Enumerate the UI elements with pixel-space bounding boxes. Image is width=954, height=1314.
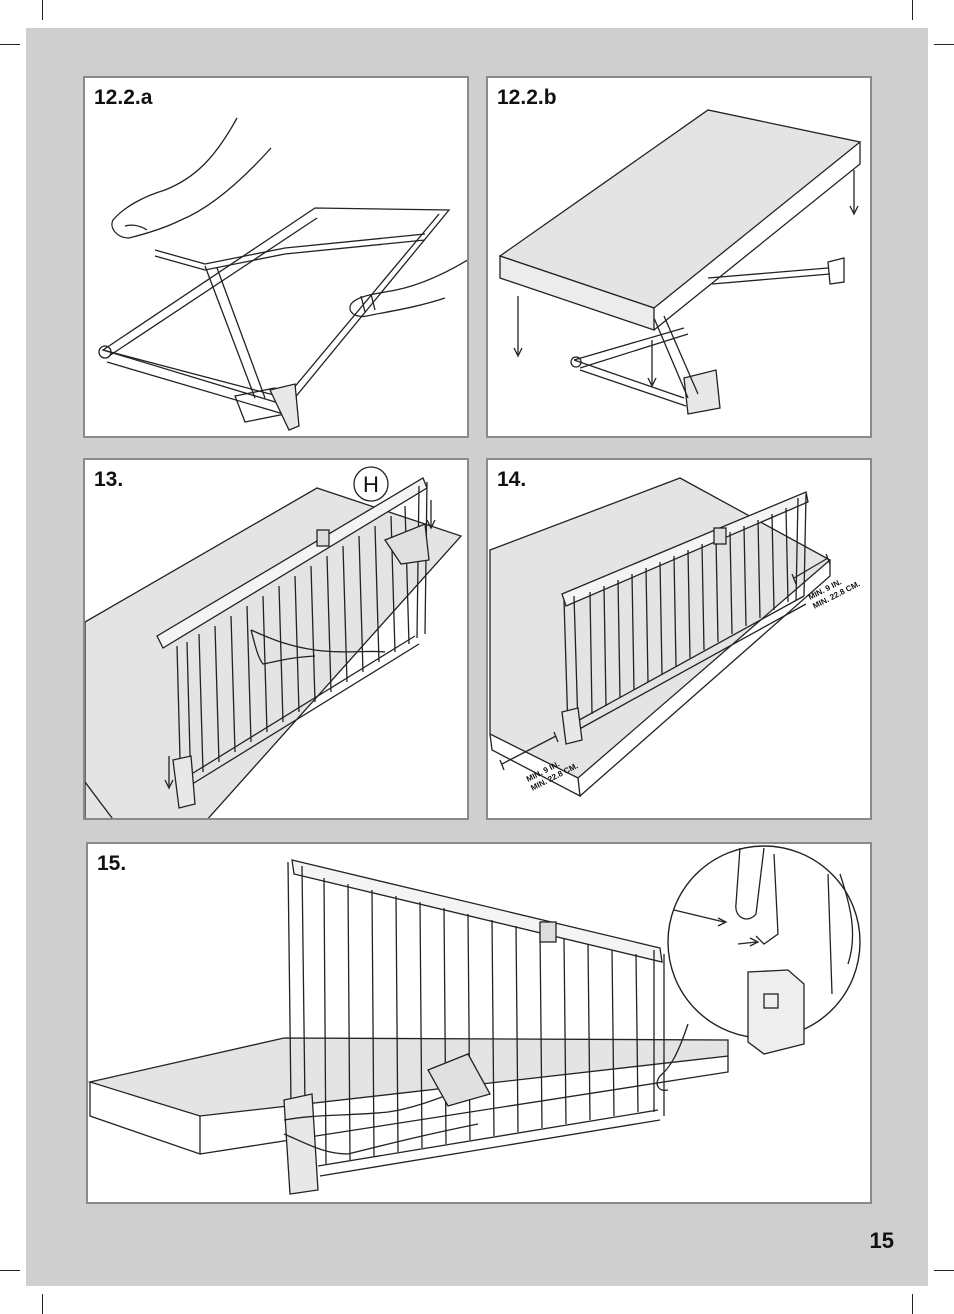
crop-mark: [42, 1294, 43, 1314]
step-label: 13.: [94, 468, 124, 491]
mattress-placement-illustration: [498, 109, 862, 415]
step-label: 15.: [97, 852, 127, 875]
step-panel-15: 15.: [86, 842, 872, 1204]
bed-rail-fold-illustration: [98, 117, 467, 431]
step-panel-12-2-a: 12.2.a: [83, 76, 469, 438]
crop-mark: [0, 44, 20, 45]
step-panel-12-2-b: 12.2.b: [486, 76, 872, 438]
step-panel-13: 13. H: [83, 458, 469, 820]
crop-mark: [934, 1270, 954, 1271]
crop-mark: [42, 0, 43, 20]
step-label: 12.2.a: [94, 86, 153, 109]
marker-h: H: [363, 472, 379, 497]
step-label: 14.: [497, 468, 527, 491]
crop-mark: [912, 1294, 913, 1314]
page-number: 15: [869, 1228, 894, 1253]
step-panel-14: 14. MIN. 9 IN. MIN. 22.8 CM.: [486, 458, 872, 820]
crop-mark: [912, 0, 913, 20]
crop-mark: [0, 1270, 20, 1271]
rail-clearance-illustration: MIN. 9 IN. MIN. 22.8 CM. MIN. 9 IN. MIN.…: [489, 477, 861, 798]
rail-raise-illustration: H: [85, 466, 463, 818]
step-label: 12.2.b: [497, 86, 557, 109]
crop-mark: [934, 44, 954, 45]
rail-lock-illustration: [88, 845, 861, 1195]
